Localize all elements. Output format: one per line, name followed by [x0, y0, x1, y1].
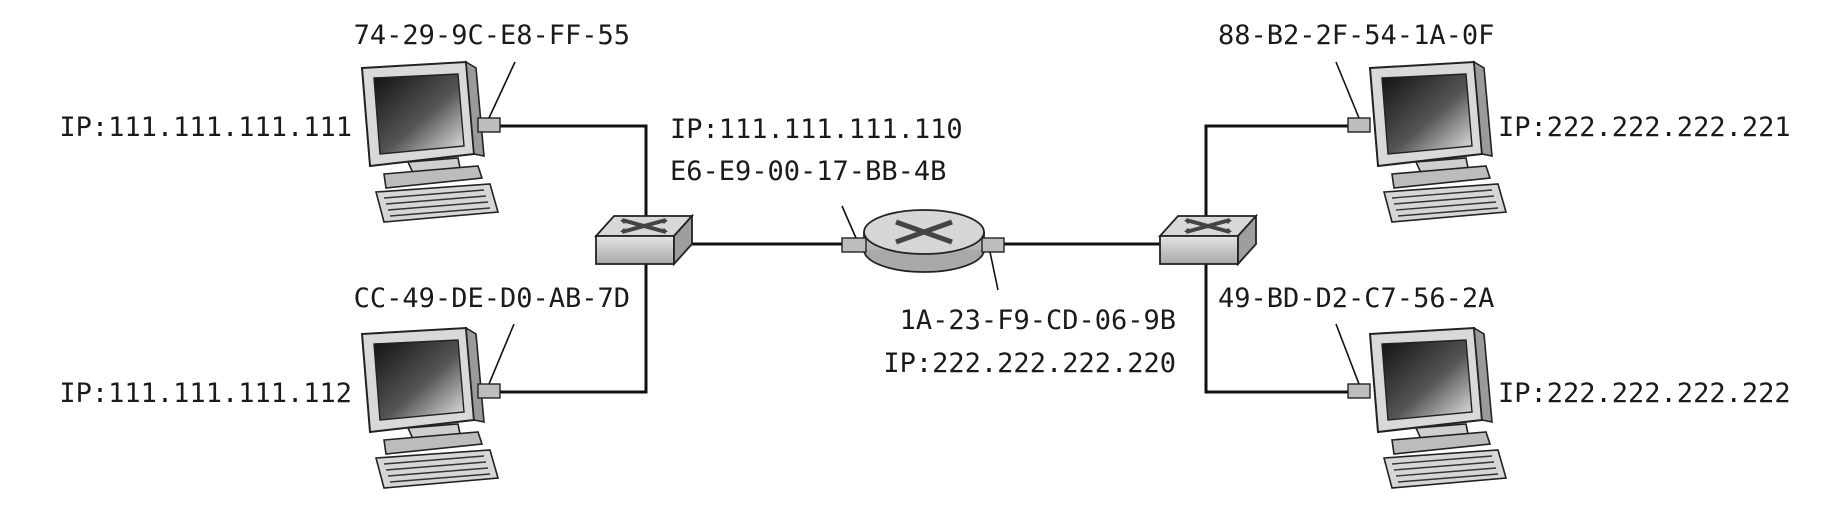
computer-icon — [361, 327, 499, 489]
host-d-mac: 49-BD-D2-C7-56-2A — [1218, 283, 1494, 314]
switch-icon — [1158, 214, 1258, 266]
computer-icon — [1369, 61, 1507, 223]
router-left-ip: IP:111.111.111.110 — [670, 114, 963, 145]
network-links — [498, 124, 1350, 394]
host-c-ip: IP:222.222.222.221 — [1498, 112, 1791, 143]
router-left-mac: E6-E9-00-17-BB-4B — [670, 156, 946, 187]
switch-icon — [594, 214, 694, 266]
router-interface-plugs — [841, 237, 1005, 253]
host-b-ip: IP:111.111.111.112 — [59, 378, 352, 409]
host-c-mac: 88-B2-2F-54-1A-0F — [1218, 20, 1494, 51]
labels: 74-29-9C-E8-FF-55 IP:111.111.111.111 CC-… — [59, 20, 1790, 409]
computer-icon — [361, 61, 499, 223]
computer-icon — [1369, 327, 1507, 489]
label-leaders — [488, 61, 1360, 385]
host-a-ip: IP:111.111.111.111 — [59, 112, 352, 143]
router-right-mac: 1A-23-F9-CD-06-9B — [900, 305, 1176, 336]
router-icon — [864, 210, 984, 272]
host-a-mac: 74-29-9C-E8-FF-55 — [354, 20, 630, 51]
host-d-ip: IP:222.222.222.222 — [1498, 378, 1791, 409]
host-b-mac: CC-49-DE-D0-AB-7D — [354, 283, 630, 314]
router-right-ip: IP:222.222.222.220 — [883, 348, 1176, 379]
